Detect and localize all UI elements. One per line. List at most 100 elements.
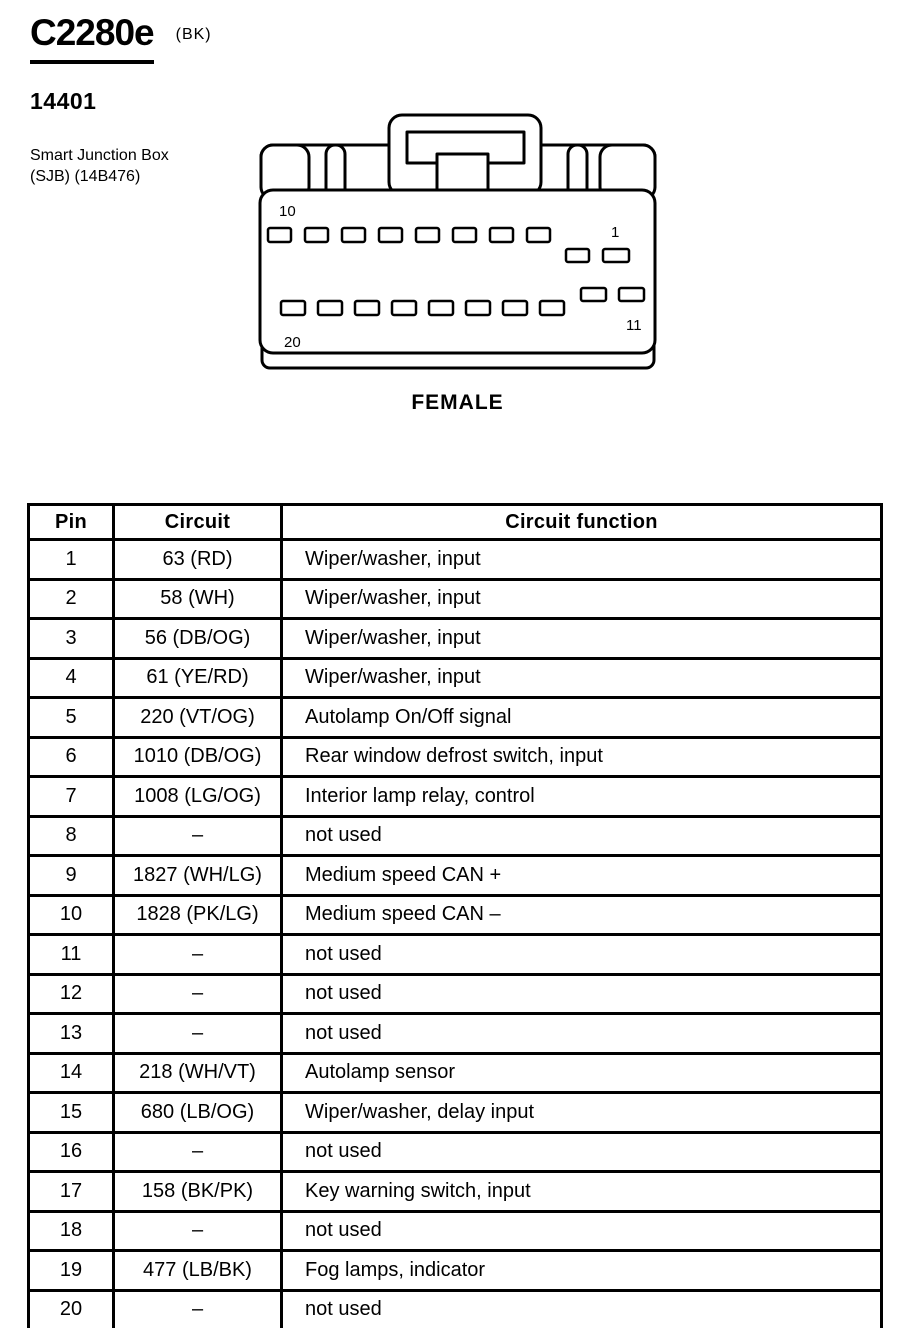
pin-cavity bbox=[564, 247, 591, 264]
pin-cell: 19 bbox=[27, 1249, 115, 1292]
pin-cell: 6 bbox=[27, 735, 115, 778]
circuit-cell: 58 (WH) bbox=[112, 577, 283, 620]
latch-keeper bbox=[435, 152, 490, 194]
function-cell: Wiper/washer, input bbox=[280, 538, 883, 581]
connector-color-code: (BK) bbox=[175, 26, 212, 43]
pin-cavity bbox=[579, 286, 608, 303]
pin-cavity bbox=[501, 299, 529, 317]
pin-cell: 10 bbox=[27, 893, 115, 936]
circuit-cell: – bbox=[112, 1130, 283, 1173]
pin-cavity bbox=[353, 299, 381, 317]
table-row: 8–not used bbox=[27, 814, 883, 857]
pin-cavity bbox=[303, 226, 330, 244]
pin-label-1: 1 bbox=[611, 224, 619, 241]
column-header-circuit: Circuit bbox=[112, 503, 283, 541]
function-cell: Wiper/washer, delay input bbox=[280, 1091, 883, 1134]
function-cell: not used bbox=[280, 972, 883, 1015]
function-cell: not used bbox=[280, 1209, 883, 1252]
pin-label-10: 10 bbox=[279, 203, 296, 220]
circuit-cell: – bbox=[112, 1012, 283, 1055]
circuit-cell: 1010 (DB/OG) bbox=[112, 735, 283, 778]
table-row: 16–not used bbox=[27, 1130, 883, 1173]
circuit-cell: – bbox=[112, 1209, 283, 1252]
pin-cell: 17 bbox=[27, 1170, 115, 1213]
circuit-cell: 680 (LB/OG) bbox=[112, 1091, 283, 1134]
connector-gender-label: FEMALE bbox=[411, 391, 504, 414]
pin-cavity bbox=[538, 299, 566, 317]
function-cell: Fog lamps, indicator bbox=[280, 1249, 883, 1292]
pin-cavity bbox=[451, 226, 478, 244]
pin-cell: 5 bbox=[27, 696, 115, 739]
pin-label-11: 11 bbox=[626, 317, 642, 334]
circuit-cell: 218 (WH/VT) bbox=[112, 1051, 283, 1094]
circuit-cell: 477 (LB/BK) bbox=[112, 1249, 283, 1292]
pin-cavity bbox=[601, 247, 631, 264]
pin-cell: 18 bbox=[27, 1209, 115, 1252]
pin-cavity bbox=[340, 226, 367, 244]
connector-diagram: 10 1 20 11 bbox=[258, 113, 657, 370]
pin-cell: 11 bbox=[27, 933, 115, 976]
connector-body bbox=[258, 188, 657, 355]
pin-cell: 3 bbox=[27, 617, 115, 660]
pin-cavity bbox=[464, 299, 492, 317]
circuit-cell: – bbox=[112, 1288, 283, 1328]
table-header-row: Pin Circuit Circuit function bbox=[27, 503, 883, 541]
pin-cavity bbox=[488, 226, 515, 244]
table-row: 11–not used bbox=[27, 933, 883, 976]
pin-cavity bbox=[377, 226, 404, 244]
circuit-cell: – bbox=[112, 814, 283, 857]
function-cell: Rear window defrost switch, input bbox=[280, 735, 883, 778]
pin-cavity bbox=[316, 299, 344, 317]
function-cell: Wiper/washer, input bbox=[280, 656, 883, 699]
column-header-pin: Pin bbox=[27, 503, 115, 541]
pin-cavity bbox=[525, 226, 552, 244]
table-row: 13–not used bbox=[27, 1012, 883, 1055]
function-cell: not used bbox=[280, 933, 883, 976]
circuit-cell: 1008 (LG/OG) bbox=[112, 775, 283, 818]
pin-cell: 20 bbox=[27, 1288, 115, 1328]
component-name: Smart Junction Box (SJB) (14B476) bbox=[30, 145, 212, 187]
function-cell: Autolamp On/Off signal bbox=[280, 696, 883, 739]
pin-cavity bbox=[414, 226, 441, 244]
pin-cell: 14 bbox=[27, 1051, 115, 1094]
component-name-line2: (SJB) (14B476) bbox=[30, 168, 141, 185]
pin-label-20: 20 bbox=[284, 334, 301, 351]
table-row: 18–not used bbox=[27, 1209, 883, 1252]
circuit-cell: 158 (BK/PK) bbox=[112, 1170, 283, 1213]
pin-cell: 4 bbox=[27, 656, 115, 699]
table-row: 20–not used bbox=[27, 1288, 883, 1328]
function-cell: Wiper/washer, input bbox=[280, 577, 883, 620]
part-number: 14401 bbox=[30, 88, 97, 114]
component-name-line1: Smart Junction Box bbox=[30, 147, 169, 164]
function-cell: not used bbox=[280, 814, 883, 857]
circuit-cell: 1828 (PK/LG) bbox=[112, 893, 283, 936]
function-cell: not used bbox=[280, 1012, 883, 1055]
function-cell: not used bbox=[280, 1288, 883, 1328]
pin-cavity bbox=[279, 299, 307, 317]
pin-cell: 15 bbox=[27, 1091, 115, 1134]
function-cell: not used bbox=[280, 1130, 883, 1173]
function-cell: Key warning switch, input bbox=[280, 1170, 883, 1213]
circuit-cell: 63 (RD) bbox=[112, 538, 283, 581]
circuit-cell: – bbox=[112, 972, 283, 1015]
function-cell: Medium speed CAN – bbox=[280, 893, 883, 936]
pin-cavity bbox=[266, 226, 293, 244]
circuit-cell: 61 (YE/RD) bbox=[112, 656, 283, 699]
pin-cell: 1 bbox=[27, 538, 115, 581]
function-cell: Medium speed CAN + bbox=[280, 854, 883, 897]
circuit-cell: – bbox=[112, 933, 283, 976]
connector-title-row: C2280e (BK) bbox=[30, 14, 212, 64]
